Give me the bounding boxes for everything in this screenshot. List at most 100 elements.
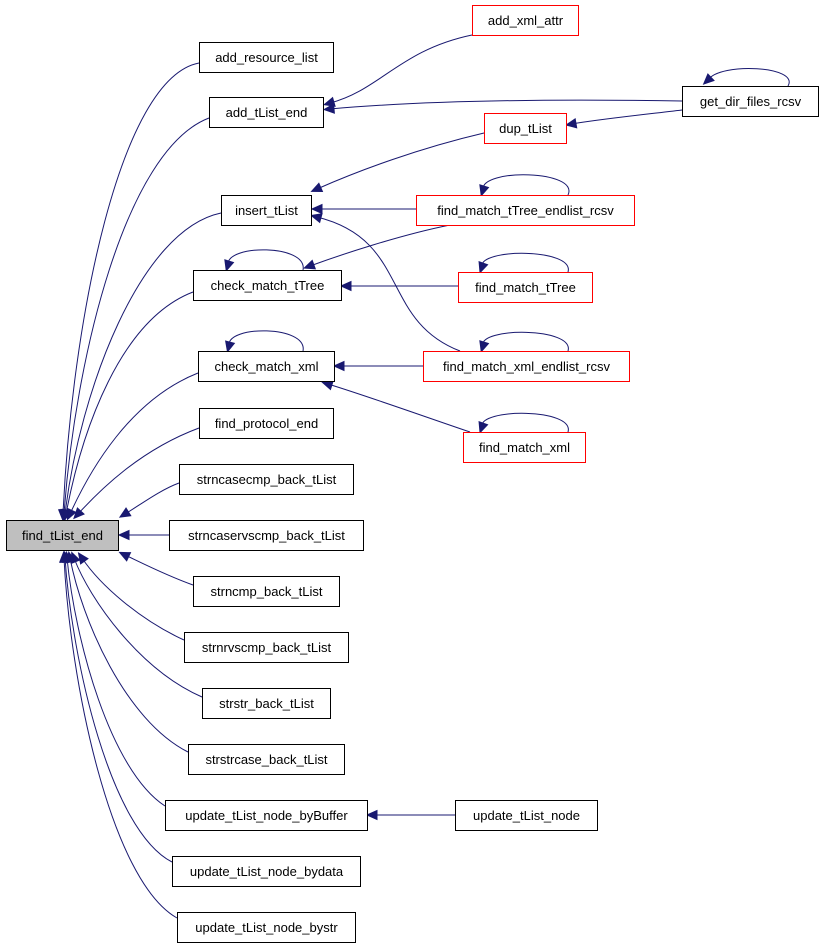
edge-dup_tList-to-insert_tList <box>310 132 485 193</box>
node-box[interactable] <box>472 5 579 36</box>
node-strncaservscmp_back_tList[interactable]: strncaservscmp_back_tList <box>169 520 364 551</box>
edge-find_match_xml_endlist_rcsv-to-insert_tList <box>310 213 461 352</box>
edge-line <box>327 383 471 433</box>
edge-line <box>63 117 210 515</box>
arrowhead-icon <box>117 529 130 541</box>
edge-add_xml_attr-to-add_tList_end <box>323 34 473 107</box>
edge-strncaservscmp_back_tList-to-find_tList_end <box>117 529 169 541</box>
node-box[interactable] <box>199 42 334 73</box>
node-box[interactable] <box>202 688 331 719</box>
node-label: strnrvscmp_back_tList <box>202 640 332 655</box>
edge-line <box>77 427 200 515</box>
arrowhead-icon <box>332 360 345 372</box>
edge-line <box>571 109 683 125</box>
node-label: find_match_tTree_endlist_rcsv <box>437 203 614 218</box>
node-strstrcase_back_tList[interactable]: strstrcase_back_tList <box>188 744 345 775</box>
arrowhead-icon <box>118 551 132 562</box>
nodes-layer: find_tList_end add_resource_list add_tList… <box>6 5 819 943</box>
node-label: check_match_xml <box>214 359 318 374</box>
node-box[interactable] <box>463 432 586 463</box>
arrowhead-icon <box>73 507 85 520</box>
node-box[interactable] <box>165 800 368 831</box>
node-box[interactable] <box>458 272 593 303</box>
node-box[interactable] <box>188 744 345 775</box>
node-check_match_xml[interactable]: check_match_xml <box>198 351 335 382</box>
arrowhead-icon <box>77 552 89 565</box>
node-strncmp_back_tList[interactable]: strncmp_back_tList <box>193 576 340 607</box>
node-strnrvscmp_back_tList[interactable]: strnrvscmp_back_tList <box>184 632 349 663</box>
node-find_tList_end[interactable]: find_tList_end <box>6 520 119 551</box>
edge-get_dir_files_rcsv-to-dup_tList <box>564 109 683 129</box>
node-dup_tList[interactable]: dup_tList <box>484 113 567 144</box>
edges-layer <box>57 34 790 919</box>
node-box[interactable] <box>209 97 324 128</box>
edge-line <box>63 557 178 919</box>
node-box[interactable] <box>484 113 567 144</box>
edge-find_match_xml_endlist_rcsv-to-check_match_xml <box>332 360 423 372</box>
node-update_tList_node_byBuffer[interactable]: update_tList_node_byBuffer <box>165 800 368 831</box>
node-box[interactable] <box>169 520 364 551</box>
node-label: add_xml_attr <box>488 13 564 28</box>
node-box[interactable] <box>416 195 635 226</box>
node-update_tList_node[interactable]: update_tList_node <box>455 800 598 831</box>
edge-strnrvscmp_back_tList-to-find_tList_end <box>77 552 185 641</box>
node-box[interactable] <box>172 856 361 887</box>
arrowhead-icon <box>564 118 578 129</box>
edge-find_protocol_end-to-find_tList_end <box>73 427 200 520</box>
edge-strncmp_back_tList-to-find_tList_end <box>118 551 194 586</box>
node-get_dir_files_rcsv[interactable]: get_dir_files_rcsv <box>682 86 819 117</box>
edge-get_dir_files_rcsv-to-add_tList_end <box>322 99 683 114</box>
node-box[interactable] <box>193 576 340 607</box>
node-strstr_back_tList[interactable]: strstr_back_tList <box>202 688 331 719</box>
node-find_match_xml_endlist_rcsv[interactable]: find_match_xml_endlist_rcsv <box>423 351 630 382</box>
edge-line <box>329 34 473 104</box>
node-label: update_tList_node_byBuffer <box>185 808 348 823</box>
node-label: add_resource_list <box>215 50 318 65</box>
node-find_match_tTree_endlist_rcsv[interactable]: find_match_tTree_endlist_rcsv <box>416 195 635 226</box>
node-box[interactable] <box>193 270 342 301</box>
node-box[interactable] <box>682 86 819 117</box>
node-update_tList_node_bydata[interactable]: update_tList_node_bydata <box>172 856 361 887</box>
edge-line <box>481 252 569 273</box>
node-box[interactable] <box>221 195 312 226</box>
node-box[interactable] <box>6 520 119 551</box>
edge-add_tList_end-to-find_tList_end <box>59 117 210 522</box>
node-add_tList_end[interactable]: add_tList_end <box>209 97 324 128</box>
edge-find_match_tTree_endlist_rcsv-to-insert_tList <box>310 203 416 215</box>
node-box[interactable] <box>199 408 334 439</box>
edge-line <box>69 557 189 753</box>
arrowhead-icon <box>303 259 317 270</box>
node-add_xml_attr[interactable]: add_xml_attr <box>472 5 579 36</box>
node-label: get_dir_files_rcsv <box>700 94 802 109</box>
node-label: find_match_tTree <box>475 280 576 295</box>
node-check_match_tTree[interactable]: check_match_tTree <box>193 270 342 301</box>
edge-line <box>66 557 166 807</box>
node-box[interactable] <box>184 632 349 663</box>
node-label: insert_tList <box>235 203 298 218</box>
edge-line <box>329 99 683 110</box>
node-insert_tList[interactable]: insert_tList <box>221 195 312 226</box>
node-label: update_tList_node_bydata <box>190 864 344 879</box>
edge-line <box>227 249 304 271</box>
node-find_match_tTree[interactable]: find_match_tTree <box>458 272 593 303</box>
arrowhead-icon <box>479 184 490 197</box>
node-find_protocol_end[interactable]: find_protocol_end <box>199 408 334 439</box>
arrowhead-icon <box>339 280 352 292</box>
node-find_match_xml[interactable]: find_match_xml <box>463 432 586 463</box>
node-add_resource_list[interactable]: add_resource_list <box>199 42 334 73</box>
node-label: find_tList_end <box>22 528 103 543</box>
node-box[interactable] <box>455 800 598 831</box>
node-label: update_tList_node <box>473 808 580 823</box>
node-box[interactable] <box>423 351 630 382</box>
node-box[interactable] <box>179 464 354 495</box>
edge-find_match_tTree_endlist_rcsv-to-check_match_tTree <box>303 224 451 270</box>
edge-line <box>482 331 569 352</box>
arrowhead-icon <box>322 103 335 114</box>
edge-update_tList_node_bystr-to-find_tList_end <box>58 550 178 919</box>
node-update_tList_node_bystr[interactable]: update_tList_node_bystr <box>177 912 356 943</box>
node-strncasecmp_back_tList[interactable]: strncasecmp_back_tList <box>179 464 354 495</box>
node-label: find_match_xml <box>479 440 570 455</box>
node-box[interactable] <box>198 351 335 382</box>
node-box[interactable] <box>177 912 356 943</box>
edge-update_tList_node-to-update_tList_node_byBuffer <box>365 809 455 821</box>
